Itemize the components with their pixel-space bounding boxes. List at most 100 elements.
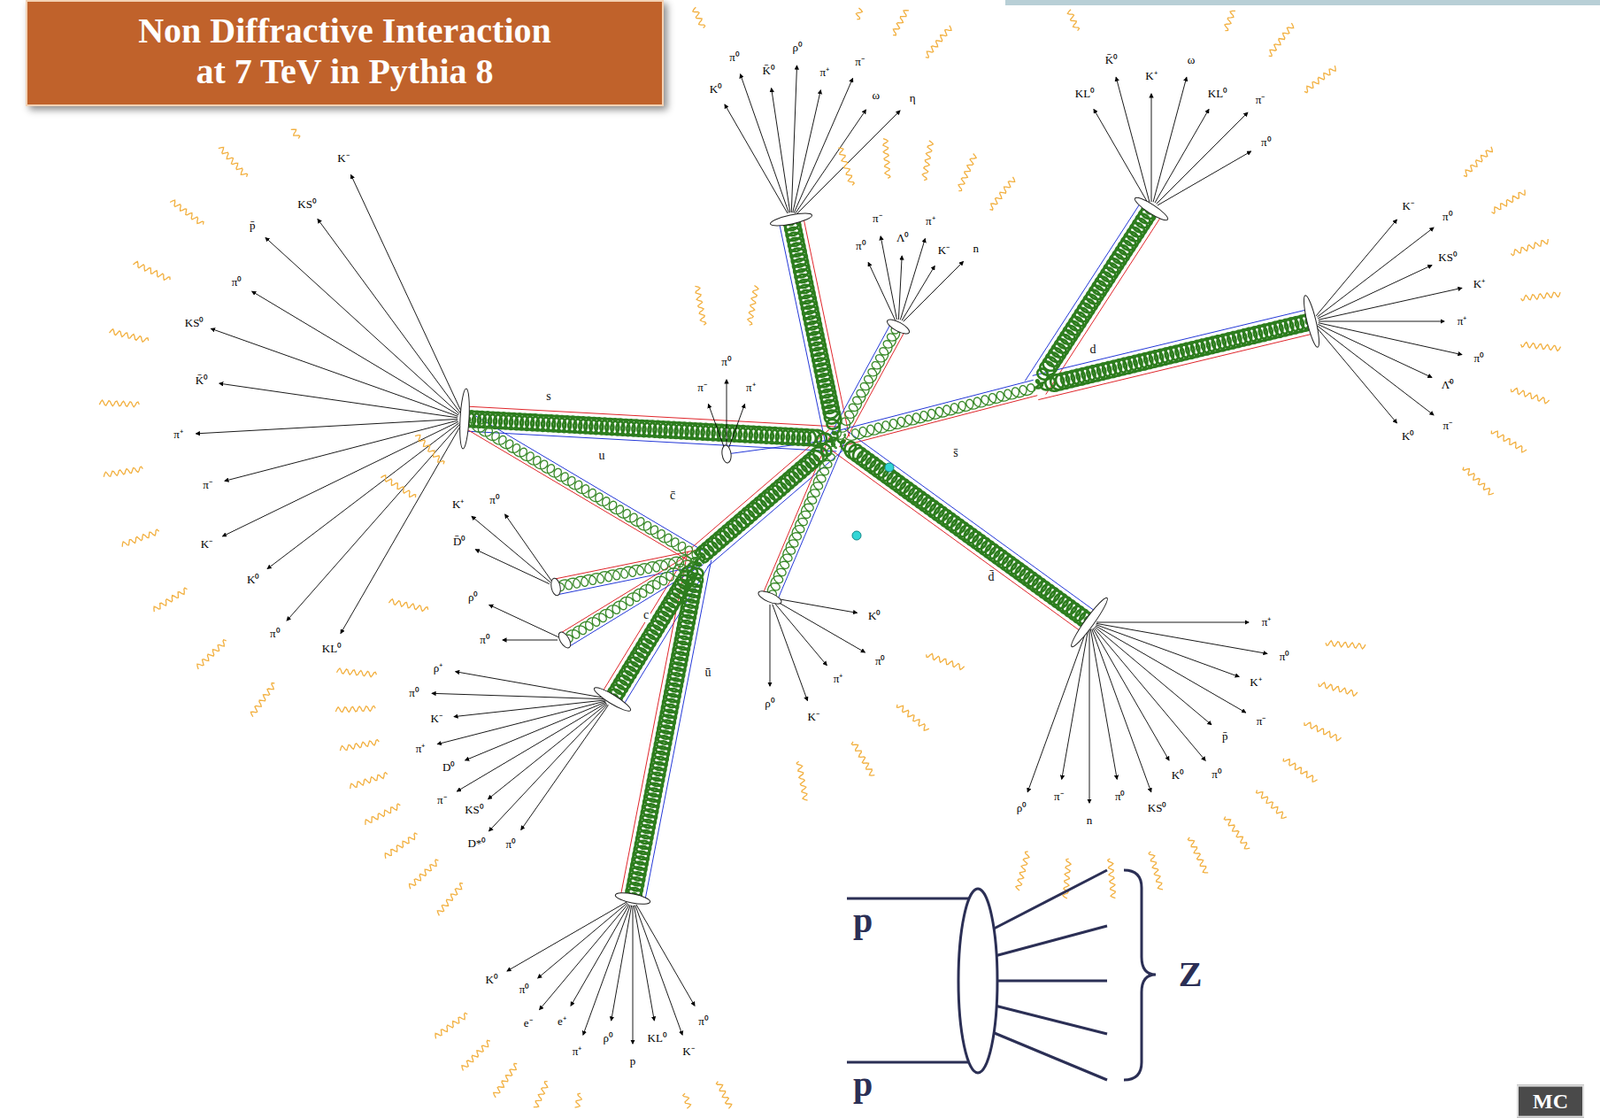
quark-label: c: [641, 607, 651, 623]
particle-label: π⁺: [570, 1044, 585, 1058]
particle-track: [505, 514, 553, 581]
photon-line: [415, 434, 445, 464]
particle-label: p: [628, 1054, 639, 1069]
particle-label: K⁺: [1471, 277, 1487, 292]
particle-track: [791, 65, 797, 213]
colour-line: [645, 560, 712, 901]
particle-track: [724, 104, 788, 214]
hadronization-blob: [458, 388, 471, 449]
product-line: [995, 979, 1108, 983]
particle-track: [771, 88, 791, 213]
particle-label: ρ⁰: [762, 697, 777, 711]
photon-line: [1521, 292, 1562, 301]
photon-line: [365, 803, 400, 825]
particle-track: [195, 418, 458, 433]
particle-label: π⁰: [477, 633, 493, 647]
photon-line: [493, 1062, 518, 1097]
photon-line: [99, 400, 139, 408]
particle-track: [1092, 628, 1170, 761]
particle-track: [465, 701, 607, 761]
photon-line: [1223, 816, 1250, 849]
particle-track: [903, 261, 964, 322]
hadronization-blob: [1068, 595, 1111, 650]
photon-line: [435, 1012, 468, 1039]
inset-diagram: [846, 869, 1156, 1080]
particle-label: K⁻: [680, 1044, 696, 1058]
particle-track: [211, 328, 459, 416]
particle-label: KS⁰: [183, 315, 207, 330]
particle-label: π⁻: [853, 55, 867, 70]
colour-line: [830, 448, 1083, 632]
particle-label: ρ⁰: [1015, 801, 1030, 816]
photon-line: [958, 153, 977, 192]
photon-line: [1304, 65, 1336, 93]
quark-label: d̄: [986, 569, 997, 585]
particle-label: π⁺: [744, 380, 758, 394]
photon-line: [461, 1039, 491, 1070]
particle-label: p̄: [1220, 729, 1231, 743]
photon-line: [218, 147, 248, 177]
photon-line: [796, 761, 808, 800]
quark-label: u: [597, 448, 608, 463]
particle-label: π⁰: [696, 1014, 711, 1028]
quark-label: s̄: [951, 446, 960, 461]
gluon-coil: [1035, 314, 1314, 392]
particle-track: [772, 604, 808, 701]
photon-line: [122, 529, 159, 547]
photon-line: [1107, 858, 1116, 899]
particle-track: [502, 639, 558, 641]
particle-track: [340, 424, 462, 634]
particle-track: [471, 515, 551, 583]
particle-label: n: [1084, 814, 1095, 828]
colour-line: [560, 550, 695, 633]
particle-track: [1156, 112, 1248, 204]
photon-line: [1521, 342, 1562, 352]
particle-label: π⁰: [1113, 789, 1128, 803]
particle-track: [1153, 76, 1187, 202]
particle-label: K⁰: [707, 82, 724, 96]
beam-line: [846, 1061, 970, 1064]
photon-line: [747, 285, 759, 326]
photon-line: [169, 200, 204, 224]
particle-track: [437, 700, 606, 745]
particle-track: [636, 904, 695, 1006]
particle-track: [317, 219, 461, 414]
title-text: Non Diffractive Interaction at 7 TeV in …: [45, 10, 645, 93]
particle-label: π⁰: [1209, 767, 1224, 781]
photon-line: [883, 138, 891, 179]
particle-track: [570, 904, 630, 1006]
particle-label: e⁻: [522, 1015, 535, 1030]
particle-label: D̄⁰: [451, 535, 468, 549]
product-line: [992, 1031, 1108, 1080]
particle-track: [475, 549, 549, 585]
particle-label: K̄⁰: [760, 63, 777, 77]
particle-track: [1096, 624, 1240, 677]
particle-label: Λ⁰: [894, 231, 911, 246]
particle-label: π⁻: [1254, 715, 1269, 729]
hadronization-blob: [614, 890, 651, 906]
photon-line: [533, 1081, 548, 1108]
colour-line: [460, 425, 695, 565]
particle-track: [769, 604, 771, 686]
particle-label: K⁻: [806, 710, 822, 724]
particle-track: [796, 110, 900, 215]
particle-label: π⁰: [719, 355, 734, 370]
photon-line: [896, 704, 929, 731]
particle-track: [1318, 323, 1462, 355]
particle-label: K⁰: [1169, 769, 1186, 783]
particle-label: K⁺: [450, 498, 466, 512]
particle-label: π⁰: [517, 982, 532, 996]
gluon-coil: [837, 438, 1093, 628]
colour-line: [844, 429, 1097, 613]
photon-line: [380, 475, 416, 498]
particle-label: K⁻: [1400, 199, 1416, 213]
particle-label: p̄: [247, 219, 258, 233]
particle-label: π⁻: [695, 380, 709, 394]
photon-line: [336, 668, 377, 677]
particle-label: π⁻: [435, 793, 449, 808]
particle-label: K⁰: [1400, 430, 1416, 444]
particle-track: [1151, 93, 1153, 202]
colour-line: [835, 379, 1034, 431]
particle-track: [1093, 108, 1148, 203]
particle-label: π⁻: [1441, 419, 1455, 433]
